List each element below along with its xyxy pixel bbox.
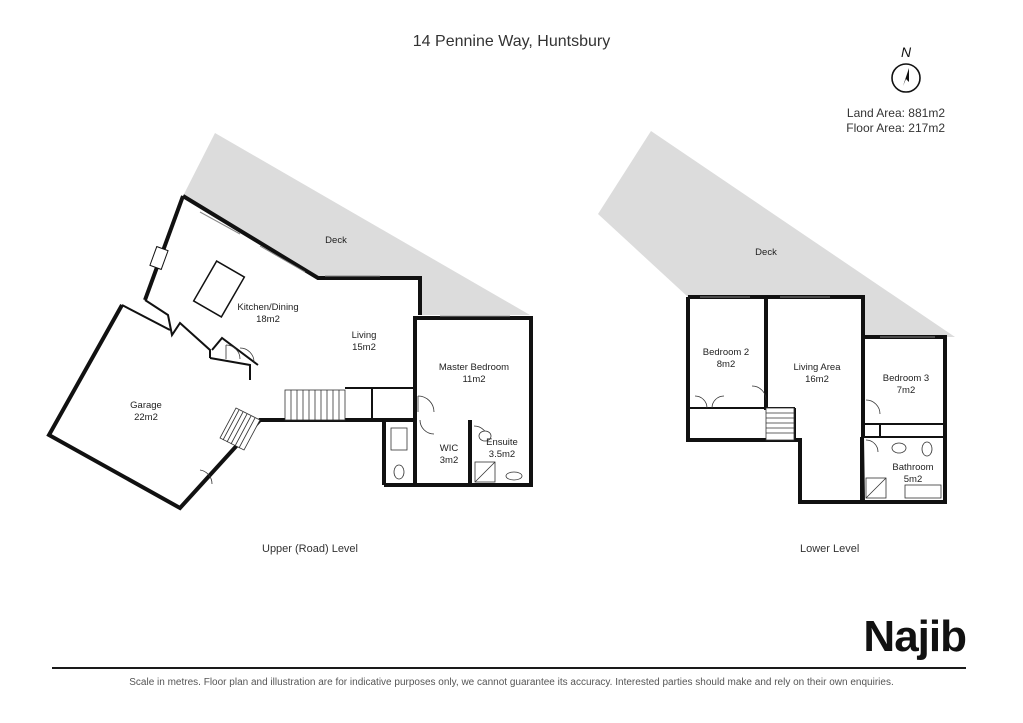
lower-interior-walls xyxy=(688,407,945,440)
lower-doors xyxy=(694,385,881,453)
bedroom-3-area: 7m2 xyxy=(897,385,915,396)
north-letter: N xyxy=(900,44,912,60)
living-name: Living xyxy=(352,330,377,341)
upper-deck-area xyxy=(183,133,530,315)
brand-logo: Najib xyxy=(863,612,967,661)
upper-fixtures xyxy=(390,427,523,483)
lower-deck-label: Deck xyxy=(755,247,777,258)
garage-name: Garage xyxy=(130,400,162,411)
land-area: Land Area: 881m2 xyxy=(846,106,945,120)
property-address-title: 14 Pennine Way, Huntsbury xyxy=(412,33,611,50)
kitchen-area: 18m2 xyxy=(256,314,280,325)
upper-doors xyxy=(199,344,489,485)
north-arrow-icon xyxy=(891,63,921,93)
upper-interior-walls xyxy=(121,299,415,420)
floor-area: Floor Area: 217m2 xyxy=(846,121,945,135)
bedroom-2-area: 8m2 xyxy=(717,359,735,370)
upper-deck-label: Deck xyxy=(325,235,347,246)
north-indicator: N xyxy=(888,44,924,98)
garage-stairs xyxy=(219,407,261,451)
footer-divider xyxy=(52,667,966,669)
upper-sliding-doors xyxy=(199,211,510,317)
kitchen-sink xyxy=(149,245,169,271)
bathroom-area: 5m2 xyxy=(904,474,922,485)
living-area-area: 16m2 xyxy=(805,374,829,385)
area-summary: Land Area: 881m2 Floor Area: 217m2 xyxy=(846,106,945,136)
bedroom-2-name: Bedroom 2 xyxy=(703,347,749,358)
bedroom-3-name: Bedroom 3 xyxy=(883,373,929,384)
lower-sliding-doors xyxy=(700,296,935,338)
master-bedroom-area: 11m2 xyxy=(462,374,485,385)
living-area: 15m2 xyxy=(352,342,376,353)
upper-level-plan: Deck Kitchen/Dining 18m2 Living 15m2 Mas… xyxy=(46,133,533,511)
kitchen-name: Kitchen/Dining xyxy=(237,302,298,313)
lower-level-plan: Deck Bedroom 2 8m2 Living Area 16m2 Bedr… xyxy=(598,131,955,504)
wic-name: WIC xyxy=(440,443,459,454)
garage-area: 22m2 xyxy=(134,412,158,423)
wic-area: 3m2 xyxy=(440,455,458,466)
kitchen-island xyxy=(192,260,246,318)
master-bedroom-name: Master Bedroom xyxy=(439,362,509,373)
ensuite-name: Ensuite xyxy=(486,437,518,448)
upper-level-caption: Upper (Road) Level xyxy=(262,543,358,555)
lower-fixtures xyxy=(865,441,942,499)
bathroom-name: Bathroom xyxy=(892,462,933,473)
ensuite-area: 3.5m2 xyxy=(489,449,515,460)
lower-stairs xyxy=(765,407,795,441)
disclaimer-text: Scale in metres. Floor plan and illustra… xyxy=(129,677,894,688)
upper-stairs xyxy=(284,389,346,421)
living-area-name: Living Area xyxy=(793,362,841,373)
lower-level-caption: Lower Level xyxy=(800,543,860,555)
lower-deck-area xyxy=(598,131,955,337)
